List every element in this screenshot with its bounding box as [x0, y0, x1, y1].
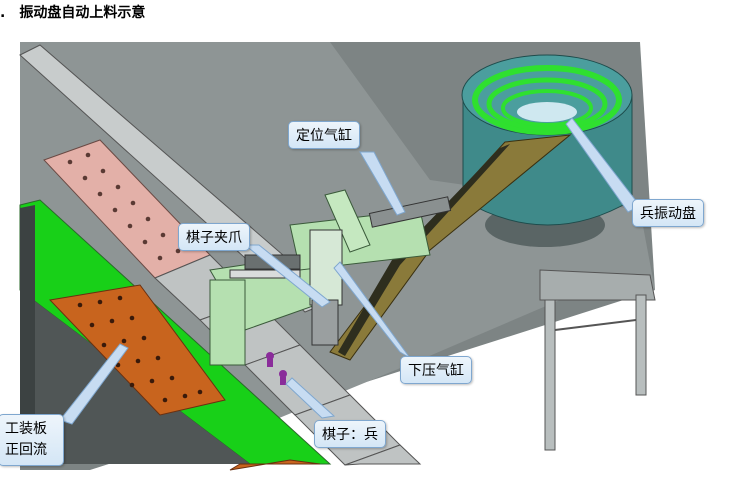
positioning-cylinder — [368, 196, 452, 228]
feed-track-rail — [338, 144, 510, 356]
callout-press-cylinder: 下压气缸 — [400, 356, 472, 384]
fixture-line-1: 工装板 — [5, 421, 47, 437]
callout-piece-label: 棋子：兵 — [314, 420, 386, 448]
chess-piece-2 — [279, 370, 287, 385]
bowl-track-3 — [501, 89, 593, 127]
pointer-positioning-cylinder — [359, 151, 406, 216]
bowl-track-1 — [472, 65, 622, 135]
bowl-center — [517, 102, 577, 122]
pointer-fixture — [59, 343, 129, 425]
chess-piece-1 — [266, 352, 274, 367]
orange-fixture-plate-2 — [229, 459, 321, 471]
heading-number: . — [0, 5, 6, 21]
right-frame-top — [539, 269, 656, 301]
conveyor-front-wall — [20, 205, 35, 464]
callout-positioning-cylinder: 定位气缸 — [288, 121, 360, 149]
diagram-heading: . 振动盘自动上料示意 — [0, 2, 145, 22]
callout-chess-gripper: 棋子夹爪 — [178, 223, 250, 251]
orange-fixture-plate — [48, 284, 226, 416]
right-frame-leg-2 — [635, 294, 647, 396]
guide-rail — [229, 269, 301, 279]
right-frame-leg — [544, 299, 556, 451]
vibratory-feeder-illustration — [19, 42, 656, 471]
pointer-piece — [285, 377, 336, 419]
gray-plate-5 — [344, 444, 422, 466]
gripper-fingers — [311, 299, 339, 346]
machine-front-block — [209, 279, 246, 366]
pointer-chess-gripper — [243, 244, 331, 308]
fixture-line-2: 正回流 — [5, 442, 47, 458]
callout-vibratory-bowl: 兵振动盘 — [632, 199, 704, 227]
callout-fixture-plate: 工装板 正回流 — [0, 414, 64, 466]
heading-title: 振动盘自动上料示意 — [19, 5, 146, 21]
bowl-track-2 — [486, 77, 608, 131]
